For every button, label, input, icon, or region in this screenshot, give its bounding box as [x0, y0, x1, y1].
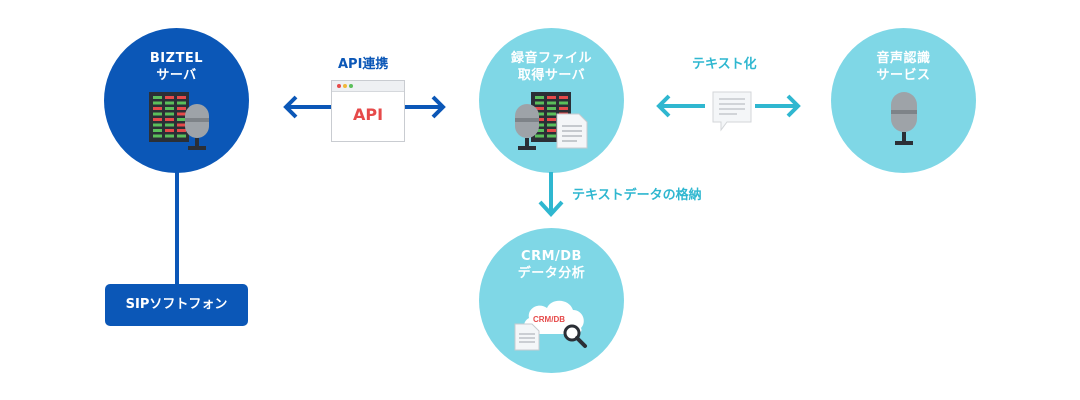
- document-icon: [556, 113, 588, 149]
- text-conversion-label: テキスト化: [692, 57, 757, 72]
- storage-down-arrow: [538, 172, 564, 217]
- recording-server-node[interactable]: 録音ファイル 取得サーバ: [479, 28, 624, 173]
- cloud-label: CRM/DB: [533, 315, 565, 324]
- browser-window-icon: API: [331, 80, 405, 142]
- biztel-server-node[interactable]: BIZTEL サーバ: [104, 28, 249, 173]
- biztel-server-title: BIZTEL サーバ: [149, 51, 204, 83]
- text-double-arrow: [656, 94, 801, 118]
- document-icon: [514, 323, 540, 351]
- biztel-sip-connector: [175, 160, 179, 286]
- microphone-icon: [515, 104, 539, 150]
- api-window-text: API: [352, 105, 384, 124]
- storage-label: テキストデータの格納: [572, 188, 702, 203]
- recording-server-title: 録音ファイル 取得サーバ: [510, 51, 592, 83]
- microphone-icon: [891, 92, 917, 145]
- speech-recognition-node[interactable]: 音声認識 サービス: [831, 28, 976, 173]
- speech-bubble-icon: [712, 91, 752, 132]
- api-link-label: API連携: [338, 57, 389, 72]
- crm-db-node[interactable]: CRM/DB データ分析 CRM/DB: [479, 228, 624, 373]
- crm-db-title: CRM/DB データ分析: [517, 249, 586, 281]
- sip-softphone-node[interactable]: SIPソフトフォン: [105, 284, 248, 326]
- api-double-arrow: [283, 95, 446, 119]
- speech-recognition-title: 音声認識 サービス: [876, 51, 931, 83]
- server-rack-icon: [149, 92, 189, 142]
- microphone-icon: [185, 104, 209, 150]
- magnifier-icon: [563, 324, 587, 348]
